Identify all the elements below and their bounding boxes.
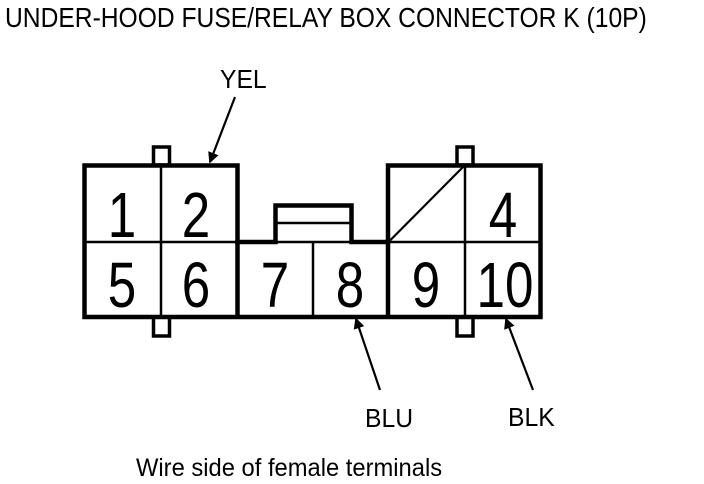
terminal-4: 4 [489, 181, 517, 252]
diagram-title: UNDER-HOOD FUSE/RELAY BOX CONNECTOR K (1… [5, 2, 647, 34]
wire-label-blu: BLU [365, 404, 413, 433]
terminal-9: 9 [412, 251, 440, 322]
callout-arrows [208, 96, 535, 391]
terminal-7: 7 [261, 251, 289, 322]
bottom-right-tab [455, 315, 475, 338]
blk-arrow [504, 317, 535, 391]
connector-dividers [84, 165, 540, 317]
diagram-caption: Wire side of female terminals [136, 454, 442, 482]
terminal-1: 1 [108, 181, 136, 252]
terminal-6: 6 [182, 251, 210, 322]
connector-tabs [151, 145, 475, 338]
wire-label-yel: YEL [220, 65, 267, 94]
terminal-2: 2 [182, 181, 210, 252]
top-left-tab [151, 145, 172, 167]
terminal-numbers: 1 2 4 5 6 7 8 9 10 [108, 181, 534, 322]
yel-arrow [208, 96, 237, 164]
terminal-10: 10 [477, 251, 534, 322]
wire-label-blk: BLK [508, 403, 555, 432]
terminal-8: 8 [336, 251, 364, 322]
connector-thick-walls [235, 240, 391, 317]
bottom-left-tab [151, 315, 172, 338]
blu-arrow [353, 317, 382, 391]
top-right-tab [455, 145, 475, 167]
diagonal-slash-icon [389, 165, 465, 242]
terminal-5: 5 [108, 251, 136, 322]
